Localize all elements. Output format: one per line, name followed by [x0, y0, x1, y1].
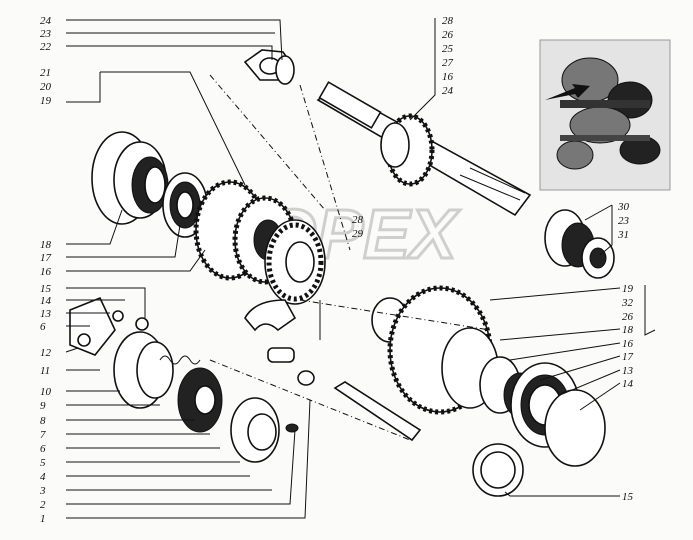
label-23-right: 23	[618, 215, 630, 227]
label-13: 13	[40, 308, 52, 320]
label-20: 20	[40, 81, 52, 93]
label-13-right: 13	[622, 365, 634, 377]
label-1: 1	[40, 513, 46, 525]
label-21: 21	[40, 67, 51, 79]
label-24: 24	[40, 15, 52, 27]
label-32: 32	[621, 297, 634, 309]
callout-labels: 24 23 22 21 20 19 18 17 16 15 14 13 6 12…	[39, 15, 634, 525]
label-6b: 6	[40, 443, 46, 455]
bearing-housing-part	[91, 131, 169, 225]
inset-gearbox-view	[539, 39, 671, 191]
label-19-right: 19	[622, 283, 634, 295]
label-26-right: 26	[622, 311, 634, 323]
large-gear-part	[371, 285, 537, 418]
label-24-shaft: 24	[442, 85, 454, 97]
nut-part	[243, 49, 295, 85]
label-9: 9	[40, 400, 46, 412]
double-gear-part	[193, 179, 298, 285]
label-31: 31	[617, 229, 629, 241]
label-15: 15	[40, 283, 52, 295]
label-5: 5	[40, 457, 46, 469]
label-28-center: 28	[352, 214, 364, 226]
label-29-center: 29	[352, 228, 364, 240]
label-6a: 6	[40, 321, 46, 333]
label-16-right: 16	[622, 338, 634, 350]
label-17: 17	[40, 252, 52, 264]
end-cap-part	[230, 397, 299, 463]
coupling-sleeve-part	[264, 219, 326, 305]
roller-bearing-part	[472, 362, 606, 497]
flange-part	[113, 331, 223, 433]
label-3: 3	[39, 485, 46, 497]
label-16-shaft: 16	[442, 71, 454, 83]
shaft-bearing-part	[544, 209, 615, 279]
label-4: 4	[40, 471, 46, 483]
cover-plate-part	[69, 296, 149, 356]
label-22: 22	[40, 41, 52, 53]
label-7: 7	[40, 429, 46, 441]
label-14: 14	[40, 295, 52, 307]
label-17-right: 17	[622, 351, 634, 363]
label-14-right: 14	[622, 378, 634, 390]
bearing-part	[162, 172, 208, 238]
label-10: 10	[40, 386, 52, 398]
arrow-icon	[545, 84, 590, 100]
label-19: 19	[40, 95, 52, 107]
shift-fork-part	[244, 299, 422, 442]
label-27-shaft: 27	[442, 57, 454, 69]
label-28-shaft: 28	[442, 15, 454, 27]
label-18: 18	[40, 239, 52, 251]
label-15-right: 15	[622, 491, 634, 503]
label-16: 16	[40, 266, 52, 278]
label-25-shaft: 25	[442, 43, 454, 55]
leader-lines	[65, 18, 656, 519]
label-11: 11	[40, 365, 50, 377]
main-shaft-part	[316, 81, 532, 217]
label-30: 30	[617, 201, 630, 213]
label-26-shaft: 26	[442, 29, 454, 41]
label-2: 2	[40, 499, 46, 511]
label-18-right: 18	[622, 324, 634, 336]
label-8: 8	[40, 415, 46, 427]
label-12: 12	[40, 347, 52, 359]
label-23: 23	[40, 28, 52, 40]
